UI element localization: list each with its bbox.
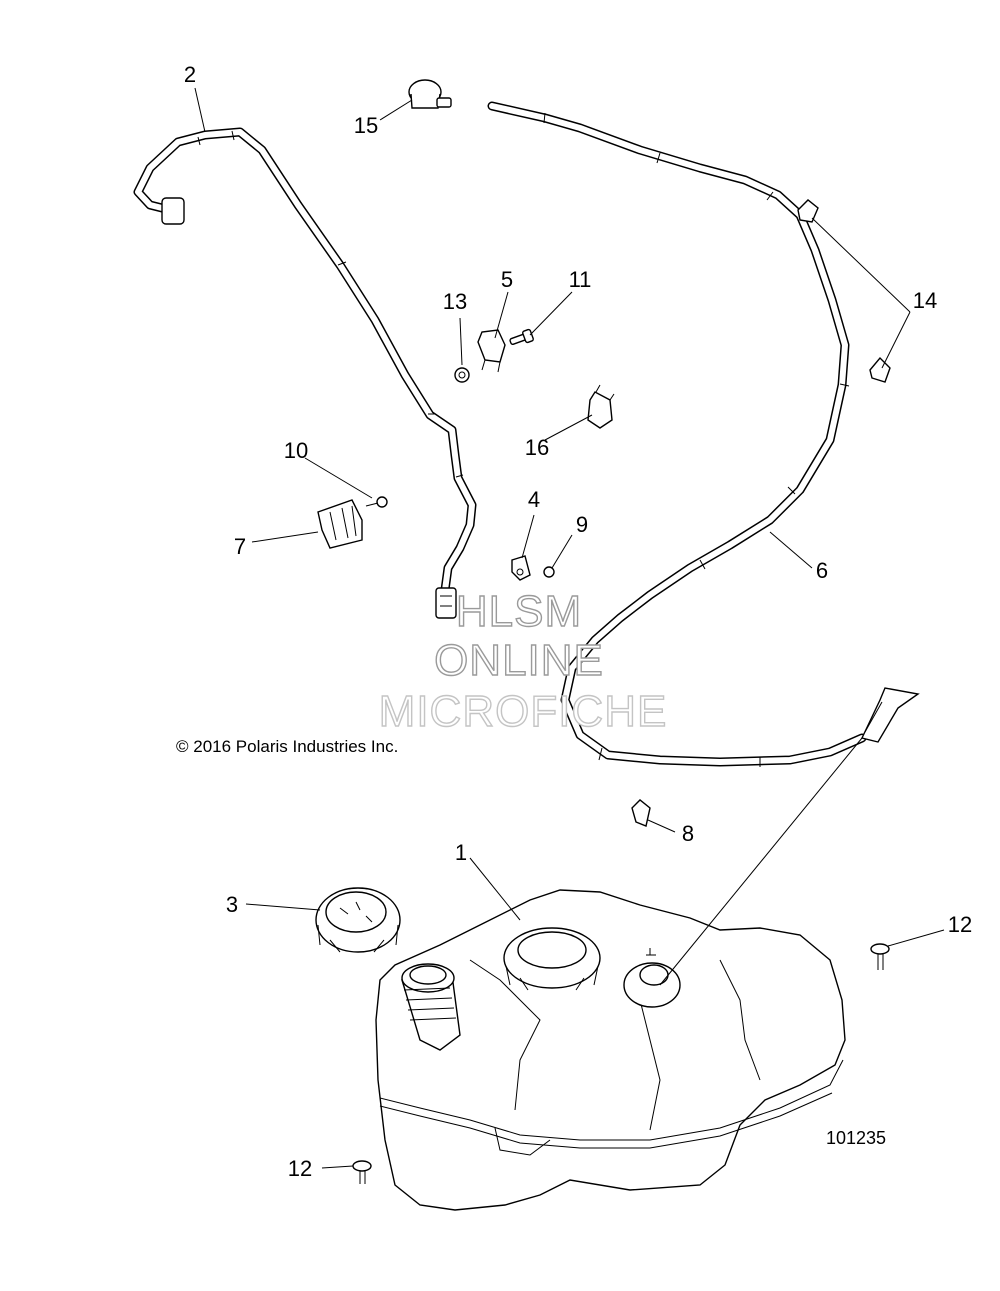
bolt-10 bbox=[365, 496, 388, 508]
callout-11: 11 bbox=[569, 267, 592, 292]
vent-tube-2 bbox=[133, 127, 477, 619]
leader-lines bbox=[194, 87, 945, 1169]
screw-12-upper bbox=[870, 943, 890, 970]
callout-2: 2 bbox=[184, 62, 196, 87]
watermark: HLSM ONLINE MICROFICHE bbox=[378, 586, 668, 736]
cap-fitting-15 bbox=[408, 79, 452, 109]
callout-8: 8 bbox=[682, 821, 694, 846]
callout-9: 9 bbox=[576, 512, 588, 537]
clip-14-lower bbox=[869, 356, 891, 383]
watermark-line-2: ONLINE bbox=[434, 636, 604, 685]
gas-cap-3 bbox=[315, 887, 401, 953]
nut-9 bbox=[543, 566, 555, 578]
callout-10: 10 bbox=[284, 438, 308, 463]
clip-16 bbox=[587, 384, 615, 429]
callout-12-lower: 12 bbox=[288, 1156, 312, 1181]
bracket-7 bbox=[317, 499, 363, 549]
callout-13: 13 bbox=[443, 289, 467, 314]
callout-14: 14 bbox=[913, 288, 937, 313]
callout-5: 5 bbox=[501, 267, 513, 292]
clip-8 bbox=[631, 799, 651, 827]
clip-5 bbox=[477, 329, 506, 373]
bolt-11 bbox=[509, 328, 534, 346]
callout-3: 3 bbox=[226, 892, 238, 917]
callout-16: 16 bbox=[525, 435, 549, 460]
watermark-line-3: MICROFICHE bbox=[379, 687, 668, 736]
copyright-text: © 2016 Polaris Industries Inc. bbox=[176, 737, 398, 756]
callout-6: 6 bbox=[816, 558, 828, 583]
callout-4: 4 bbox=[528, 487, 540, 512]
callout-1: 1 bbox=[455, 840, 467, 865]
figure-number: 101235 bbox=[826, 1128, 886, 1148]
watermark-line-1: HLSM bbox=[456, 587, 582, 636]
callout-7: 7 bbox=[234, 534, 246, 559]
screw-12-lower bbox=[352, 1160, 372, 1184]
callout-15: 15 bbox=[354, 113, 378, 138]
nut-13 bbox=[454, 367, 470, 383]
clip-14-upper bbox=[797, 199, 819, 223]
vent-tube-6 bbox=[487, 101, 920, 767]
clip-4 bbox=[511, 555, 531, 581]
fuel-tank-1 bbox=[375, 889, 846, 1211]
callout-labels: 2 15 13 5 11 16 10 7 4 9 6 14 8 1 3 12 1… bbox=[184, 62, 972, 1181]
callout-12-upper: 12 bbox=[948, 912, 972, 937]
